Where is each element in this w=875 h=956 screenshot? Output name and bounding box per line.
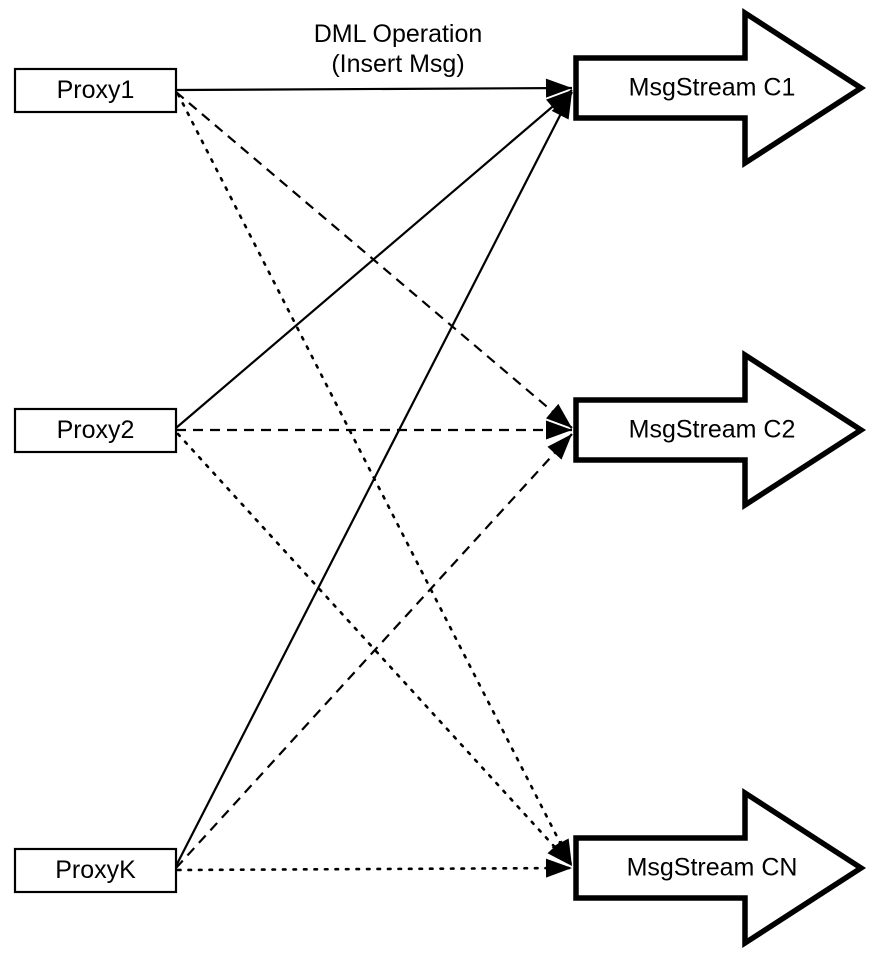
proxy-box[interactable]	[13, 67, 178, 114]
edge-caption-line-2: (Insert Msg)	[331, 50, 464, 78]
msgstream-node-cn[interactable]: MsgStream CN	[573, 787, 867, 949]
proxy-node-proxy2[interactable]: Proxy2	[13, 407, 178, 454]
arrowhead-icon	[547, 434, 572, 460]
block-arrow-icon[interactable]	[573, 787, 867, 949]
arrowhead-icon	[547, 840, 572, 866]
arrowhead-icon	[546, 420, 572, 440]
edge-caption-dml-operation: DML Operation (Insert Msg)	[314, 20, 483, 78]
arrowhead-icon	[551, 92, 572, 120]
arrowhead-cluster-msgstream-cn	[545, 838, 572, 878]
proxy-label: Proxy1	[57, 76, 135, 104]
link-proxy1-to-msgstream-c1	[175, 86, 573, 92]
arrowhead-icon	[545, 858, 572, 878]
proxy-node-proxy1[interactable]: Proxy1	[13, 67, 178, 114]
arrowhead-icon	[545, 78, 572, 98]
proxy-label: Proxy2	[57, 416, 135, 444]
link-layer	[175, 86, 574, 872]
link-proxyk-to-msgstream-c1	[175, 91, 573, 867]
link-proxy2-to-msgstream-c1	[175, 89, 573, 429]
arrowhead-layer	[545, 78, 572, 878]
msgstream-label: MsgStream C2	[629, 416, 796, 444]
proxy-node-proxyk[interactable]: ProxyK	[13, 847, 178, 894]
arrowhead-icon	[546, 90, 572, 115]
arrowhead-cluster-msgstream-c2	[546, 403, 572, 460]
link-proxy1-to-msgstream-cn	[176, 92, 574, 868]
msgstream-node-group: MsgStream C1 MsgStream C2 MsgStream CN	[573, 7, 867, 949]
link-proxyk-to-msgstream-c2	[175, 433, 573, 869]
msgstream-label: MsgStream CN	[627, 854, 798, 882]
msgstream-label: MsgStream C1	[629, 74, 796, 102]
edge-caption-line-1: DML Operation	[314, 20, 483, 48]
proxy-label: ProxyK	[55, 856, 136, 884]
block-arrow-icon[interactable]	[573, 349, 867, 511]
proxy-node-group: Proxy1 Proxy2 ProxyK	[13, 67, 178, 894]
link-proxy2-to-msgstream-cn	[176, 432, 574, 868]
link-proxyk-to-msgstream-cn	[176, 866, 574, 872]
proxy-box[interactable]	[13, 847, 178, 894]
arrowhead-cluster-msgstream-c1	[545, 78, 572, 120]
msgstream-node-c1[interactable]: MsgStream C1	[573, 7, 867, 169]
proxy-box[interactable]	[13, 407, 178, 454]
arrowhead-icon	[546, 403, 572, 428]
msgstream-node-c2[interactable]: MsgStream C2	[573, 349, 867, 511]
block-arrow-icon[interactable]	[573, 7, 867, 169]
